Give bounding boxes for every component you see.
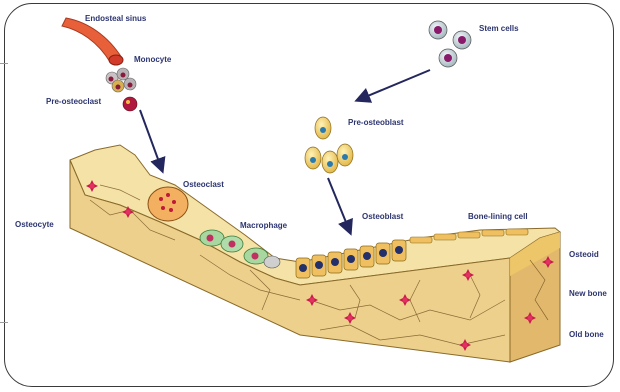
osteoclast-cell [148,187,188,221]
label-osteoid: Osteoid [569,250,599,259]
label-osteoblast: Osteoblast [362,212,404,221]
label-monocyte: Monocyte [134,55,172,64]
label-osteoclast: Osteoclast [183,180,224,189]
label-stem-cells: Stem cells [479,24,519,33]
label-osteocyte: Osteocyte [15,220,54,229]
label-pre-osteoblast: Pre-osteoblast [348,118,404,127]
arrow-preosteoclast-to-osteoclast [140,110,162,170]
label-endosteal-sinus: Endosteal sinus [85,14,147,23]
arrow-preosteoblast-to-osteoblast [328,178,350,232]
endosteal-sinus-vessel [62,18,123,65]
label-new-bone: New bone [569,289,607,298]
stem-cells [429,21,471,67]
monocytes [106,68,136,92]
label-old-bone: Old bone [569,330,604,339]
label-macrophage: Macrophage [240,221,288,230]
pre-osteoclast-cell [123,97,137,111]
pre-osteoblast-cells [305,117,353,173]
label-bone-lining-cell: Bone-lining cell [468,212,528,221]
arrow-stemcells-to-preosteoblast [358,70,430,100]
label-pre-osteoclast: Pre-osteoclast [46,97,101,106]
